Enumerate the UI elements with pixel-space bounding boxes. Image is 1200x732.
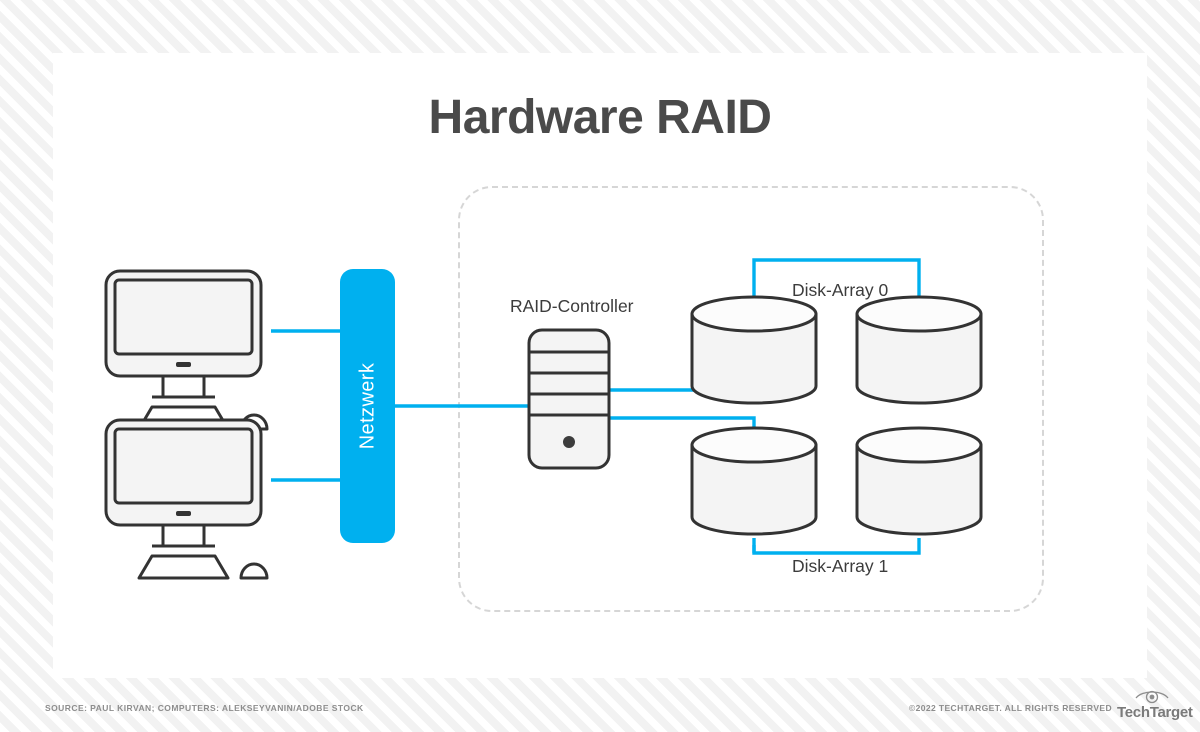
disk-0-a <box>690 295 818 405</box>
page-title: Hardware RAID <box>428 91 772 144</box>
network-bar-label: Netzwerk <box>356 362 378 450</box>
bracket-array-1 <box>752 538 921 555</box>
disk-1-a <box>690 426 818 536</box>
raid-subsystem-enclosure <box>458 186 1044 612</box>
workstation-1 <box>104 269 269 431</box>
disk-1-b <box>855 426 983 536</box>
eye-icon <box>1135 690 1169 704</box>
techtarget-wordmark: TechTarget <box>1117 704 1193 721</box>
source-credit: SOURCE: PAUL KIRVAN; COMPUTERS: ALEKSEYV… <box>45 703 364 713</box>
workstation-2 <box>104 418 269 580</box>
disk-array-1-label: Disk-Array 1 <box>792 556 889 576</box>
disk-0-b <box>855 295 983 405</box>
power-led-icon <box>563 436 575 448</box>
connector-lines <box>271 258 921 555</box>
copyright-notice: ©2022 TECHTARGET. ALL RIGHTS RESERVED <box>908 703 1112 713</box>
diagram-card: Hardware RAID <box>53 53 1147 678</box>
network-bar: Netzwerk <box>340 269 395 543</box>
diagram-artwork <box>104 258 983 580</box>
techtarget-logo: TechTarget <box>1117 688 1193 724</box>
raid-controller-label: RAID-Controller <box>510 296 634 316</box>
raid-controller-device <box>527 328 611 470</box>
bracket-array-0 <box>752 258 921 315</box>
disk-array-0-label: Disk-Array 0 <box>792 280 889 300</box>
